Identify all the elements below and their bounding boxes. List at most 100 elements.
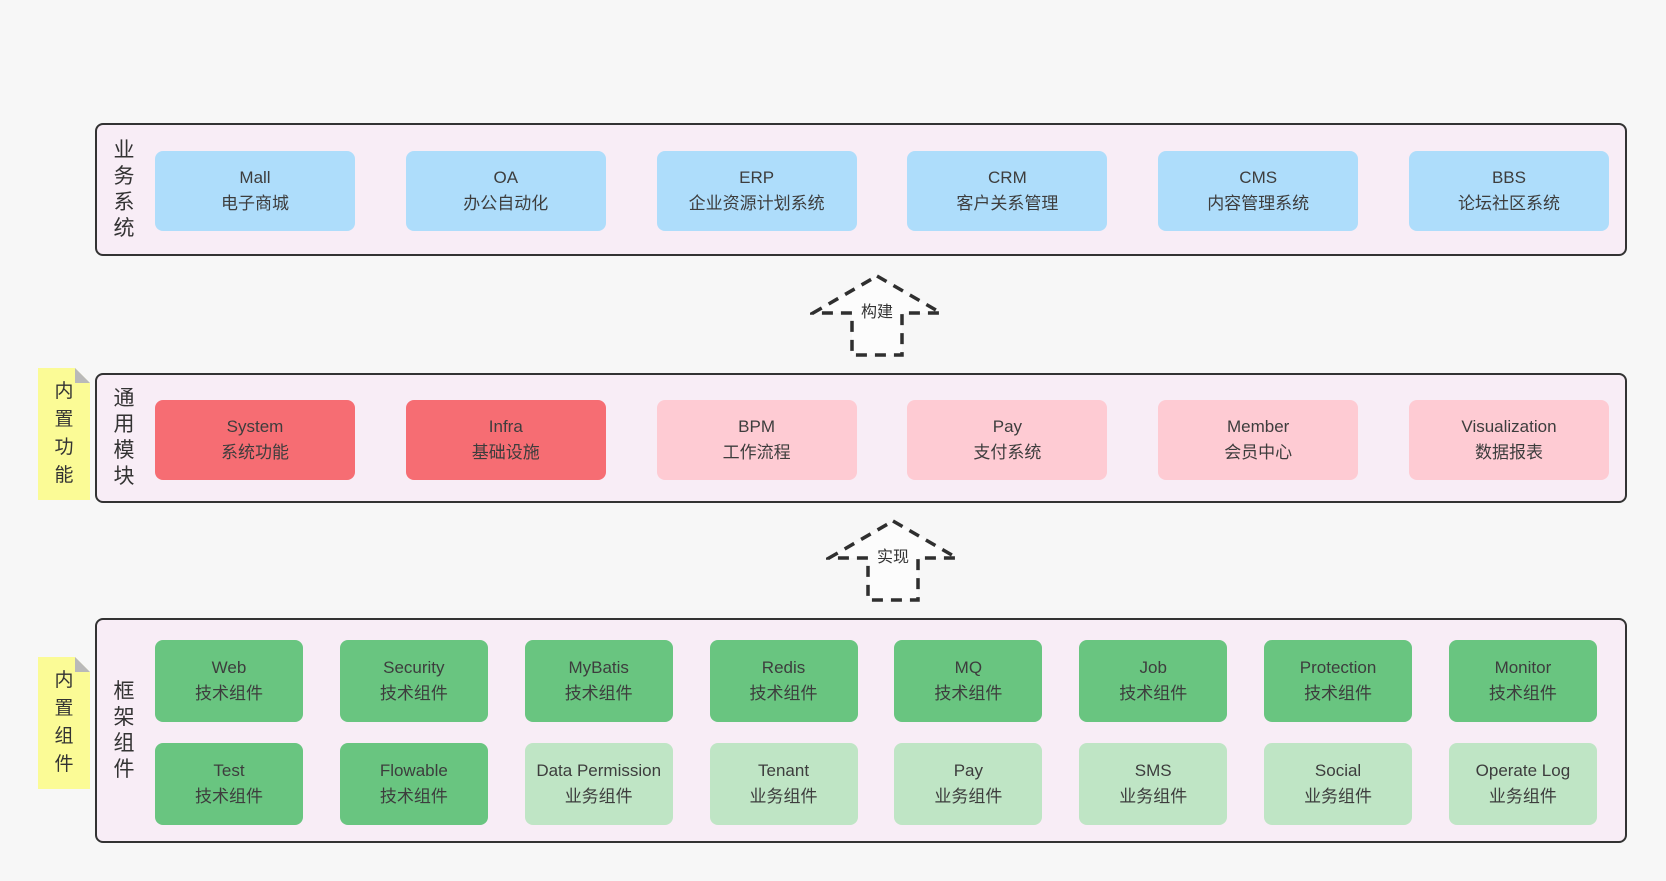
box-tenant: Tenant 业务组件 [709, 743, 858, 825]
box-title-zh: 技术组件 [1304, 684, 1373, 703]
box-title-en: BBS [1491, 168, 1526, 187]
box-title-zh: 技术组件 [195, 787, 263, 806]
box-title-zh: 支付系统 [973, 443, 1042, 462]
box-title-zh: 业务组件 [934, 787, 1003, 806]
box-title-en: Web [211, 658, 247, 677]
box-title-zh: 基础设施 [471, 443, 540, 462]
section-label: 通用模块 [113, 387, 135, 488]
box-title-zh: 客户关系管理 [956, 194, 1059, 213]
box-title-zh: 技术组件 [934, 684, 1003, 703]
section-label: 框架组件 [113, 679, 135, 781]
arrow-label: 构建 [857, 297, 897, 323]
box-cms: CMS 内容管理系统 [1158, 151, 1359, 231]
box-title-en: Infra [488, 417, 523, 436]
arrow-label: 实现 [873, 542, 913, 568]
box-title-en: Protection [1299, 658, 1377, 677]
box-title-zh: 技术组件 [1119, 684, 1188, 703]
box-title-zh: 企业资源计划系统 [688, 194, 825, 213]
box-title-en: Visualization [1461, 417, 1557, 436]
box-title-en: CMS [1239, 168, 1278, 187]
box-title-zh: 工作流程 [722, 443, 791, 462]
box-title-zh: 技术组件 [564, 684, 633, 703]
section-label: 业务系统 [113, 138, 135, 240]
box-title-zh: 技术组件 [379, 787, 448, 806]
arrow-build: 构建 [810, 273, 944, 358]
box-title-en: MQ [954, 658, 983, 677]
box-oa: OA 办公自动化 [405, 151, 606, 231]
sticky-note-built-in-features: 内置功能 [38, 368, 90, 500]
box-title-en: ERP [739, 168, 775, 187]
box-title-en: Job [1139, 658, 1167, 677]
box-row: System 系统功能 Infra 基础设施 BPM 工作流程 Pay 支付系统 Member 会… [155, 400, 1609, 480]
box-mall: Mall 电子商城 [155, 151, 355, 231]
box-title-zh: 会员中心 [1224, 443, 1293, 462]
box-operate-log: Operate Log 业务组件 [1448, 743, 1597, 825]
box-title-zh: 论坛社区系统 [1457, 194, 1560, 213]
box-title-zh: 业务组件 [749, 787, 818, 806]
box-erp: ERP 企业资源计划系统 [656, 151, 857, 231]
box-infra: Infra 基础设施 [405, 400, 606, 480]
box-title-zh: 技术组件 [1488, 684, 1557, 703]
box-mq: MQ 技术组件 [894, 640, 1043, 722]
box-title-en: Flowable [379, 761, 448, 780]
box-title-zh: 办公自动化 [463, 194, 549, 213]
box-title-en: CRM [988, 168, 1027, 187]
box-title-en: Pay [953, 761, 984, 780]
box-title-zh: 技术组件 [749, 684, 818, 703]
box-title-en: Tenant [758, 761, 810, 780]
box-data-permission: Data Permission 业务组件 [524, 743, 673, 825]
box-title-en: Test [213, 761, 245, 780]
box-title-en: Security [383, 658, 445, 677]
box-redis: Redis 技术组件 [709, 640, 858, 722]
box-pay: Pay 支付系统 [907, 400, 1108, 480]
box-web: Web 技术组件 [155, 640, 303, 722]
section-common-modules: 通用模块 System 系统功能 Infra 基础设施 BPM 工作流程 Pay 支付系统 Me… [95, 373, 1627, 503]
sticky-note-label: 内置组件 [54, 670, 74, 775]
box-member: Member 会员中心 [1158, 400, 1359, 480]
box-monitor: Monitor 技术组件 [1448, 640, 1597, 722]
box-security: Security 技术组件 [339, 640, 488, 722]
box-mybatis: MyBatis 技术组件 [524, 640, 673, 722]
box-title-en: MyBatis [568, 658, 629, 677]
box-title-en: BPM [738, 417, 776, 436]
box-title-zh: 业务组件 [1488, 787, 1557, 806]
box-title-zh: 内容管理系统 [1207, 194, 1310, 213]
sticky-note-built-in-components: 内置组件 [38, 657, 90, 789]
box-row: Mall 电子商城 OA 办公自动化 ERP 企业资源计划系统 CRM 客户关系管理 CMS 内容… [155, 151, 1609, 231]
box-title-zh: 技术组件 [195, 684, 263, 703]
box-title-en: Pay [992, 417, 1023, 436]
box-test: Test 技术组件 [155, 743, 303, 825]
box-job: Job 技术组件 [1079, 640, 1228, 722]
box-title-zh: 技术组件 [379, 684, 448, 703]
box-flowable: Flowable 技术组件 [339, 743, 488, 825]
box-bbs: BBS 论坛社区系统 [1408, 151, 1609, 231]
box-title-en: OA [493, 168, 519, 187]
box-title-en: Member [1227, 417, 1290, 436]
sticky-note-label: 内置功能 [54, 381, 74, 486]
box-system: System 系统功能 [155, 400, 355, 480]
box-visualization: Visualization 数据报表 [1408, 400, 1609, 480]
box-title-zh: 数据报表 [1474, 443, 1543, 462]
box-title-zh: 电子商城 [221, 194, 289, 213]
box-bpm: BPM 工作流程 [656, 400, 857, 480]
arrow-implement: 实现 [826, 518, 960, 603]
box-title-zh: 系统功能 [221, 443, 289, 462]
box-title-en: SMS [1134, 761, 1172, 780]
box-title-zh: 业务组件 [1304, 787, 1373, 806]
box-title-en: System [226, 417, 284, 436]
box-title-en: Mall [239, 168, 271, 187]
box-title-en: Operate Log [1475, 761, 1571, 780]
box-title-en: Redis [761, 658, 806, 677]
box-title-en: Social [1314, 761, 1362, 780]
box-title-en: Monitor [1494, 658, 1552, 677]
box-protection: Protection 技术组件 [1264, 640, 1413, 722]
box-title-en: Data Permission [536, 761, 662, 780]
box-crm: CRM 客户关系管理 [907, 151, 1108, 231]
box-social: Social 业务组件 [1264, 743, 1413, 825]
box-title-zh: 业务组件 [564, 787, 633, 806]
